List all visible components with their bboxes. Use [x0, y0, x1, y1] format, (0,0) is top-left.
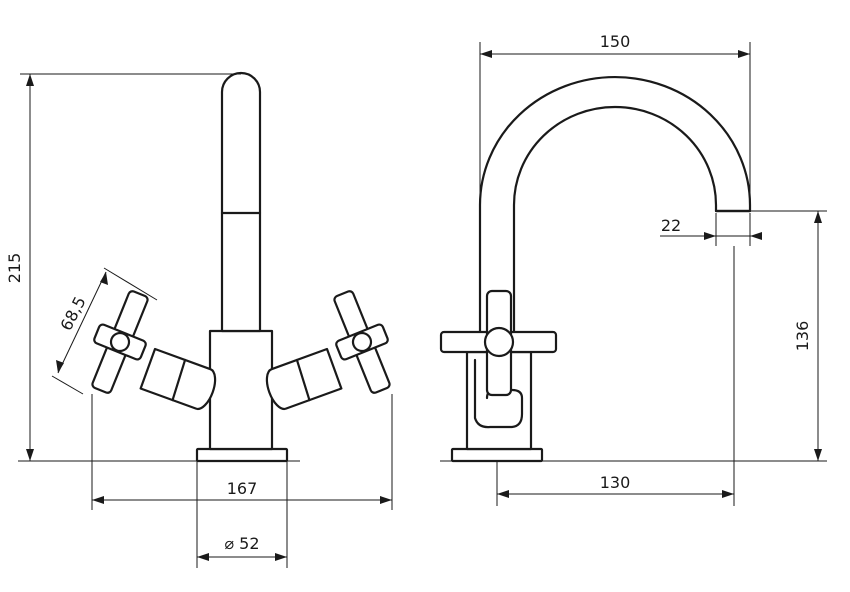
side-handle-hub: [483, 326, 515, 358]
dim-spout-outlet: 22: [661, 216, 681, 235]
dim-base-diameter: ⌀ 52: [224, 534, 259, 553]
front-view-dimensions: 215 68,5 167 ⌀ 52: [5, 73, 393, 568]
side-base-plate: [450, 447, 544, 463]
front-left-cross-handle: [91, 290, 149, 394]
front-right-arm: [265, 347, 343, 411]
dim-overall-height: 215: [5, 253, 24, 284]
side-gooseneck-spout: [478, 75, 752, 337]
front-view: [91, 71, 391, 463]
front-base-plate: [195, 447, 289, 463]
side-view-dimensions: 150 22 136 130: [440, 32, 827, 506]
dim-spout-reach: 150: [600, 32, 631, 51]
dim-outlet-height: 136: [793, 321, 812, 352]
front-left-arm: [139, 347, 217, 411]
dim-overall-width: 167: [227, 479, 258, 498]
front-spout-pipe: [220, 71, 262, 333]
front-right-cross-handle: [333, 290, 391, 394]
dim-handle-length: 68,5: [57, 293, 90, 333]
front-body: [208, 329, 274, 451]
dim-outlet-projection: 130: [600, 473, 631, 492]
side-view: [439, 75, 752, 463]
